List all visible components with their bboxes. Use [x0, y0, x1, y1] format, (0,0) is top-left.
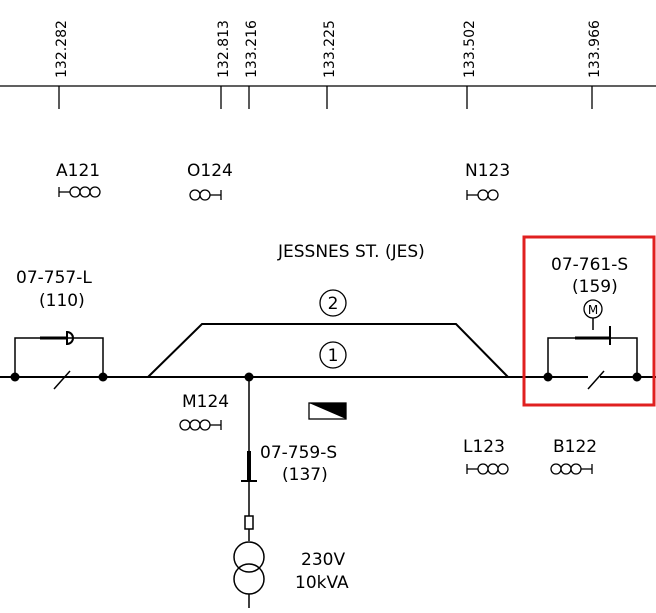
signal-l123: L123 — [463, 437, 509, 475]
signal-b122: B122 — [550, 437, 597, 475]
km-label: 133.502 — [462, 20, 478, 78]
platform-icon — [308, 402, 347, 420]
signal-label: B122 — [553, 437, 597, 457]
signal-o124: O124 — [187, 161, 233, 201]
signal-symbol-icon — [58, 186, 101, 198]
transformer-icon — [233, 541, 265, 573]
signal-symbol-icon — [466, 189, 499, 201]
track-number: 1 — [328, 346, 339, 366]
switch-id: 07-761-S — [551, 255, 628, 275]
switch-left: 07-757-L (110) — [0, 268, 108, 390]
node — [10, 372, 20, 382]
transformer-voltage: 230V — [301, 550, 345, 570]
feeder — [233, 377, 265, 608]
track-number-circle — [319, 341, 347, 369]
switch-right[interactable]: 07-761-S (159) M — [522, 235, 656, 407]
km-label: 132.813 — [216, 20, 232, 78]
km-ticks — [58, 86, 593, 109]
highlight-box — [522, 235, 656, 407]
signal-label: O124 — [187, 161, 233, 181]
signal-symbol-icon — [179, 419, 222, 431]
signal-a121: A121 — [56, 161, 101, 198]
track-number: 2 — [328, 294, 339, 314]
track-number-circle — [319, 289, 347, 317]
switch-number: (137) — [282, 465, 328, 485]
switch-id: 07-757-L — [16, 268, 92, 288]
signal-n123: N123 — [465, 161, 510, 201]
disconnector-icon — [0, 331, 104, 390]
switch-number: (159) — [572, 277, 618, 297]
km-label: 133.225 — [322, 20, 338, 78]
km-label: 133.966 — [587, 20, 603, 78]
signal-symbol-icon — [550, 463, 593, 475]
node — [98, 372, 108, 382]
motor-label: M — [588, 303, 598, 317]
km-label: 133.216 — [244, 20, 260, 78]
signal-label: M124 — [182, 392, 229, 412]
node — [543, 372, 553, 382]
signal-label: L123 — [463, 437, 505, 457]
station-name: JESSNES ST. (JES) — [277, 242, 425, 262]
signal-symbol-icon — [189, 189, 222, 201]
signal-symbol-icon — [466, 463, 509, 475]
switch-id: 07-759-S — [260, 443, 337, 463]
km-label: 132.282 — [54, 20, 70, 78]
signal-label: N123 — [465, 161, 510, 181]
transformer-icon — [233, 563, 265, 595]
fuse-icon — [244, 515, 254, 530]
switch-number: (110) — [39, 291, 85, 311]
transformer-power: 10kVA — [295, 573, 349, 593]
node — [632, 372, 642, 382]
signal-m124: M124 — [179, 392, 229, 431]
siding-track — [147, 323, 509, 378]
signal-label: A121 — [56, 161, 100, 181]
